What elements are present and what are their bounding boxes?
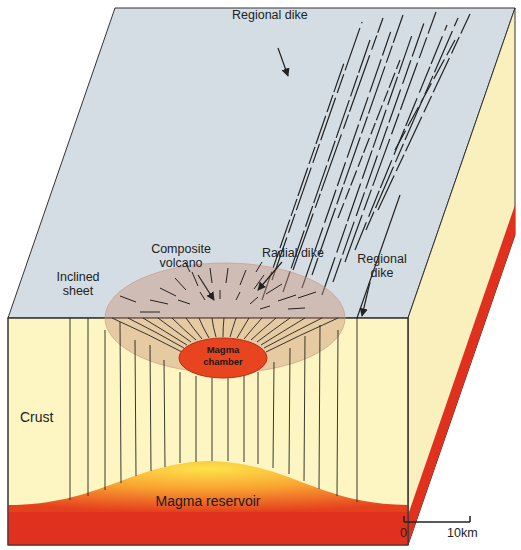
front-red-band — [8, 512, 408, 545]
part-label: Inclined sheet — [48, 270, 108, 298]
magma-chamber: Magma chamber — [178, 337, 268, 379]
front-face — [8, 318, 408, 545]
side-red-band — [408, 205, 515, 545]
feeder-dikes — [70, 318, 357, 502]
node-label: Magma chamber — [178, 344, 268, 368]
part-label: Composite volcano — [143, 242, 219, 270]
scale-label: 0 — [400, 526, 414, 540]
reservoir-dome — [8, 461, 408, 512]
part-label: Crust — [20, 410, 80, 424]
front-outline — [8, 318, 408, 545]
scale-bar — [404, 516, 470, 522]
side-face — [408, 8, 515, 545]
scale-label: 10km — [447, 526, 497, 540]
node-label: Magma reservoir — [8, 493, 408, 509]
chamber-ellipse — [179, 338, 267, 378]
magma-reservoir: Magma reservoir — [8, 458, 408, 512]
radial-dike-traces — [120, 262, 316, 312]
composite-volcano — [105, 263, 345, 373]
leader-arrows — [198, 48, 370, 316]
part-label: Regional dike — [232, 8, 332, 22]
regional-dike-traces — [262, 12, 470, 318]
part-label: Radial dike — [262, 246, 342, 260]
part-label: Regional dike — [352, 252, 412, 280]
